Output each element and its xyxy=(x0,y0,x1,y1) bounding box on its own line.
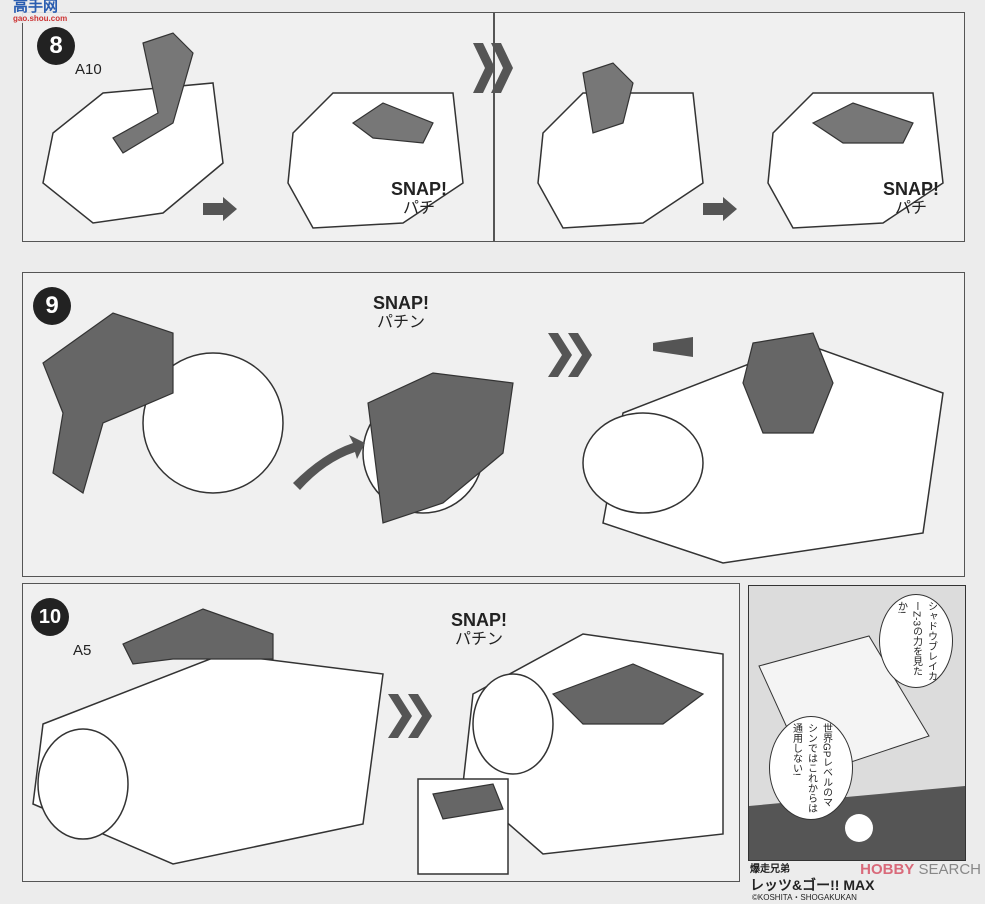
series-title: レッツ&ゴー!! MAX xyxy=(750,877,875,893)
divider xyxy=(493,13,495,241)
snap-jp: パチ xyxy=(403,199,436,217)
step-number: 10 xyxy=(31,598,69,636)
snap-jp: パチン xyxy=(455,630,504,648)
step-8-illustration xyxy=(42,32,944,229)
step-number: 9 xyxy=(33,287,71,325)
step-9-panel: 9 SNAP!パチン xyxy=(22,272,965,577)
manga-panel: シャドウブレイカーZ-3の力を見たか! 世界GPレベルのマシンではこれからは通用… xyxy=(748,585,966,861)
snap-en: SNAP! xyxy=(373,293,430,313)
step-number: 8 xyxy=(37,27,75,65)
part-label: A10 xyxy=(75,61,102,78)
step-10-illustration xyxy=(32,608,724,875)
snap-label: SNAP!パチ xyxy=(883,179,939,218)
snap-en: SNAP! xyxy=(451,610,508,630)
watermark-brand: HOBBY xyxy=(860,861,915,878)
watermark-suffix: SEARCH xyxy=(918,861,981,878)
site-name: 高手网 xyxy=(13,0,59,15)
snap-label: SNAP!パチ xyxy=(391,179,447,218)
step-9-illustration xyxy=(42,312,944,564)
hobby-search-watermark: HOBBY SEARCH xyxy=(860,862,981,877)
site-url: gao.shou.com xyxy=(13,14,68,23)
speech-bubble: 世界GPレベルのマシンではこれからは通用しない! xyxy=(769,716,853,820)
snap-en: SNAP! xyxy=(883,179,940,199)
copyright: ©KOSHITA・SHOGAKUKAN xyxy=(752,893,857,902)
snap-label: SNAP!パチン xyxy=(451,610,507,649)
snap-jp: パチン xyxy=(377,313,426,331)
step-8-panel: 8 A10 SNAP!パチ SNAP!パチ xyxy=(22,12,965,242)
speech-bubble: シャドウブレイカーZ-3の力を見たか! xyxy=(879,594,953,688)
snap-label: SNAP!パチン xyxy=(373,293,429,332)
series-subtitle: 爆走兄弟 xyxy=(750,864,790,875)
snap-jp: パチ xyxy=(895,199,928,217)
snap-en: SNAP! xyxy=(391,179,448,199)
step-10-panel: 10 A5 SNAP!パチン xyxy=(22,583,740,882)
part-label: A5 xyxy=(73,642,92,659)
